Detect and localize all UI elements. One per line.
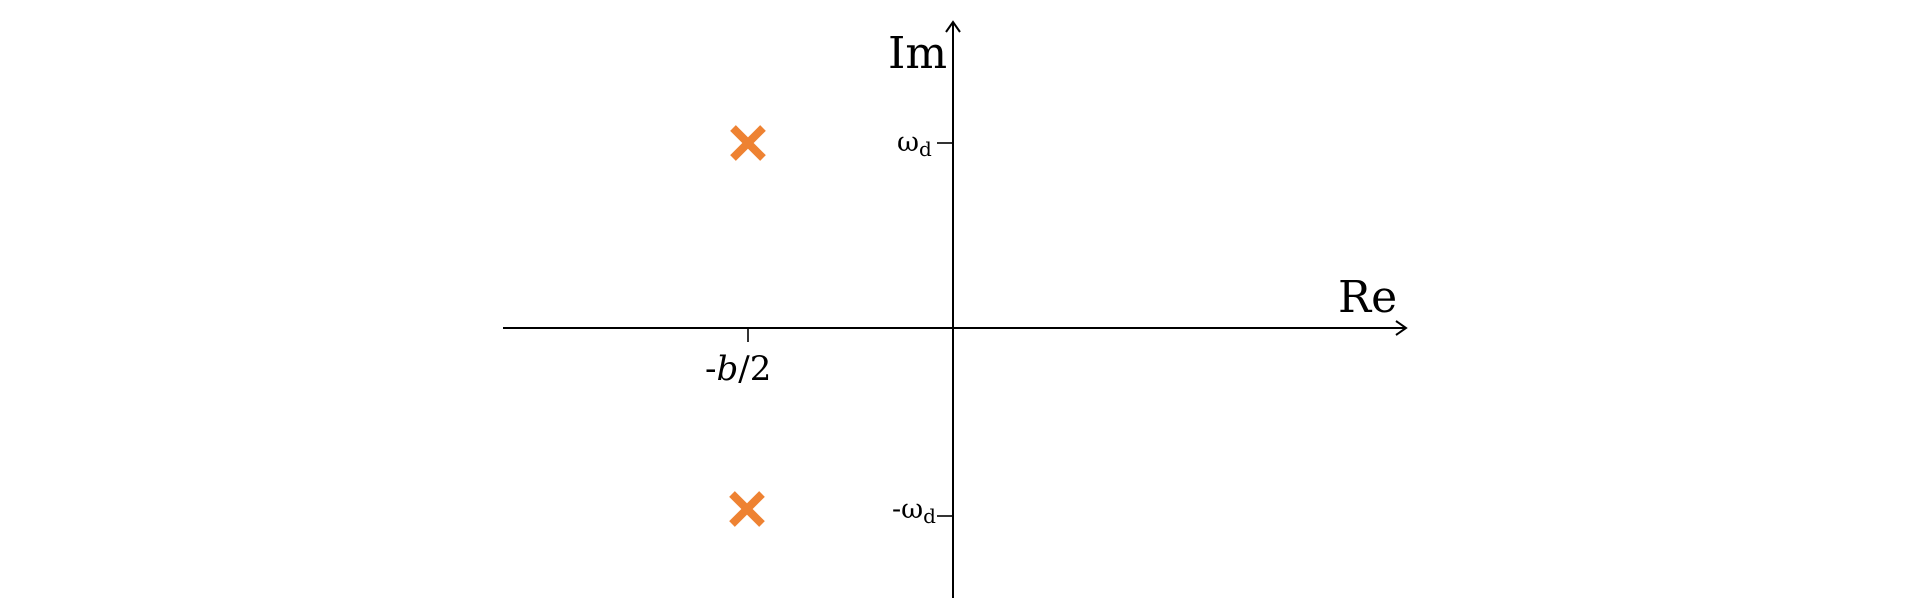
imaginary-axis-arrowhead xyxy=(945,20,961,33)
imaginary-axis-label: Im xyxy=(888,28,947,79)
real-axis-label: Re xyxy=(1338,272,1397,323)
omega-d-tick-label: ωd xyxy=(897,127,932,161)
upper-pole-cross-icon xyxy=(730,125,766,161)
lower-pole-cross-icon xyxy=(729,491,765,527)
neg-b-half-tick-label: -b/2 xyxy=(705,349,771,389)
neg-omega-d-tick-label: -ωd xyxy=(892,494,936,528)
real-axis-arrowhead xyxy=(1395,320,1408,336)
